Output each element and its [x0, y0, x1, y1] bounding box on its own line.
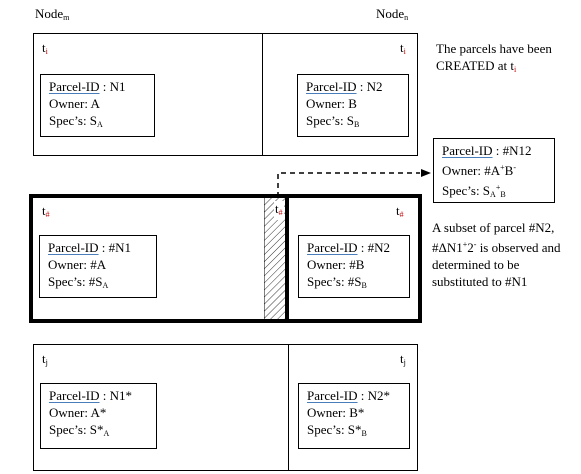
row3-time-left: tj	[42, 351, 48, 367]
owner-line: Owner: #B	[307, 257, 365, 272]
owner-line: Owner: A*	[49, 405, 107, 420]
parcel-n2-star-box: Parcel-ID : N2* Owner: B* Spec’s: S*B	[298, 383, 410, 449]
parcel-id-line: Parcel-ID : N1	[49, 79, 126, 94]
owner-line: Owner: A	[49, 96, 100, 111]
node-m-label: Nodem	[35, 6, 70, 22]
row3-divider	[288, 344, 289, 471]
row3-time-right: tj	[400, 351, 406, 367]
parcel-n1-star-box: Parcel-ID : N1* Owner: A* Spec’s: S*A	[40, 383, 157, 449]
parcel-hash-n1-box: Parcel-ID : #N1 Owner: #A Spec’s: #SA	[39, 235, 157, 298]
owner-line: Owner: B*	[307, 405, 365, 420]
parcel-id-line: Parcel-ID : #N12	[442, 143, 532, 158]
owner-line: Owner: #A	[48, 257, 107, 272]
owner-line: Owner: #A+B-	[442, 163, 516, 178]
spec-line: Spec’s: S*A	[49, 422, 110, 438]
row2-time-left: t#	[42, 203, 50, 219]
row2-divider	[285, 198, 289, 319]
parcel-id-line: Parcel-ID : #N2	[307, 240, 391, 255]
created-note: The parcels have been CREATED at ti	[436, 41, 552, 74]
parcel-id-line: Parcel-ID : N1*	[49, 388, 133, 403]
parcel-id-line: Parcel-ID : N2	[306, 79, 383, 94]
spec-line: Spec’s: SB	[306, 113, 360, 129]
hatched-subset-strip	[264, 198, 286, 319]
node-n-label: Noden	[376, 6, 409, 22]
arrowhead-icon	[421, 169, 431, 177]
row1-time-right: ti	[400, 40, 406, 56]
parcel-n12-box: Parcel-ID : #N12 Owner: #A+B- Spec’s: SA…	[433, 138, 555, 203]
row1-time-left: ti	[42, 40, 48, 56]
parcel-n2-box: Parcel-ID : N2 Owner: B Spec’s: SB	[297, 74, 409, 137]
subset-note: A subset of parcel #N2, #ΔN1+2- is obser…	[432, 220, 561, 289]
spec-line: Spec’s: SA+B	[442, 183, 506, 199]
parcel-hash-n2-box: Parcel-ID : #N2 Owner: #B Spec’s: #SB	[298, 235, 410, 298]
parcel-n1-box: Parcel-ID : N1 Owner: A Spec’s: SA	[40, 74, 155, 137]
row1-divider	[262, 33, 263, 156]
row2-time-hatch: t#	[274, 201, 284, 220]
owner-line: Owner: B	[306, 96, 357, 111]
spec-line: Spec’s: #SA	[48, 274, 109, 290]
parcel-id-line: Parcel-ID : #N1	[48, 240, 132, 255]
spec-line: Spec’s: #SB	[307, 274, 367, 290]
spec-line: Spec’s: SA	[49, 113, 103, 129]
spec-line: Spec’s: S*B	[307, 422, 367, 438]
parcel-id-line: Parcel-ID : N2*	[307, 388, 391, 403]
row2-time-right: t#	[396, 203, 404, 219]
